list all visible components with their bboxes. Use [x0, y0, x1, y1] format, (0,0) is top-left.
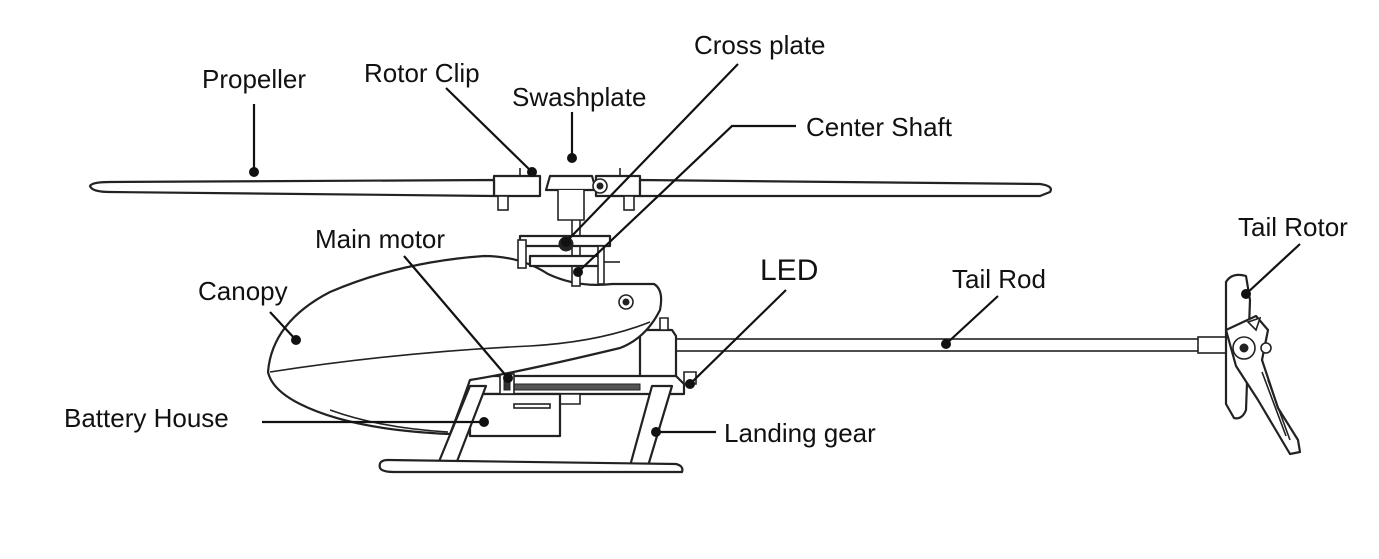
label-rotor-clip: Rotor Clip — [364, 58, 480, 88]
leader-main-motor — [403, 255, 509, 379]
label-canopy: Canopy — [198, 276, 288, 306]
canopy-shape — [266, 254, 663, 436]
label-led: LED — [760, 254, 819, 287]
label-center-shaft: Center Shaft — [806, 112, 952, 142]
rotor-head — [492, 168, 642, 287]
leader-tail-rotor — [1245, 243, 1301, 295]
label-cross-plate: Cross plate — [694, 30, 826, 60]
main-blades — [88, 178, 1052, 198]
leader-led — [689, 289, 787, 385]
tail-rotor — [1224, 273, 1302, 456]
landing-gear-shape — [378, 384, 684, 474]
leader-canopy — [269, 311, 297, 341]
label-landing-gear: Landing gear — [724, 418, 876, 448]
leader-center-shaft — [577, 124, 796, 273]
label-propeller: Propeller — [202, 64, 307, 94]
leader-rotor-clip — [445, 87, 533, 173]
leader-lines — [249, 63, 1301, 437]
leader-cross-plate — [565, 63, 739, 243]
label-tail-rod: Tail Rod — [952, 264, 1046, 294]
label-swashplate: Swashplate — [512, 82, 647, 112]
label-tail-rotor: Tail Rotor — [1238, 212, 1348, 242]
label-battery-house: Battery House — [64, 403, 229, 433]
label-main-motor: Main motor — [315, 224, 446, 254]
battery-house-shape — [468, 392, 562, 438]
leader-tail-rod — [945, 295, 999, 345]
